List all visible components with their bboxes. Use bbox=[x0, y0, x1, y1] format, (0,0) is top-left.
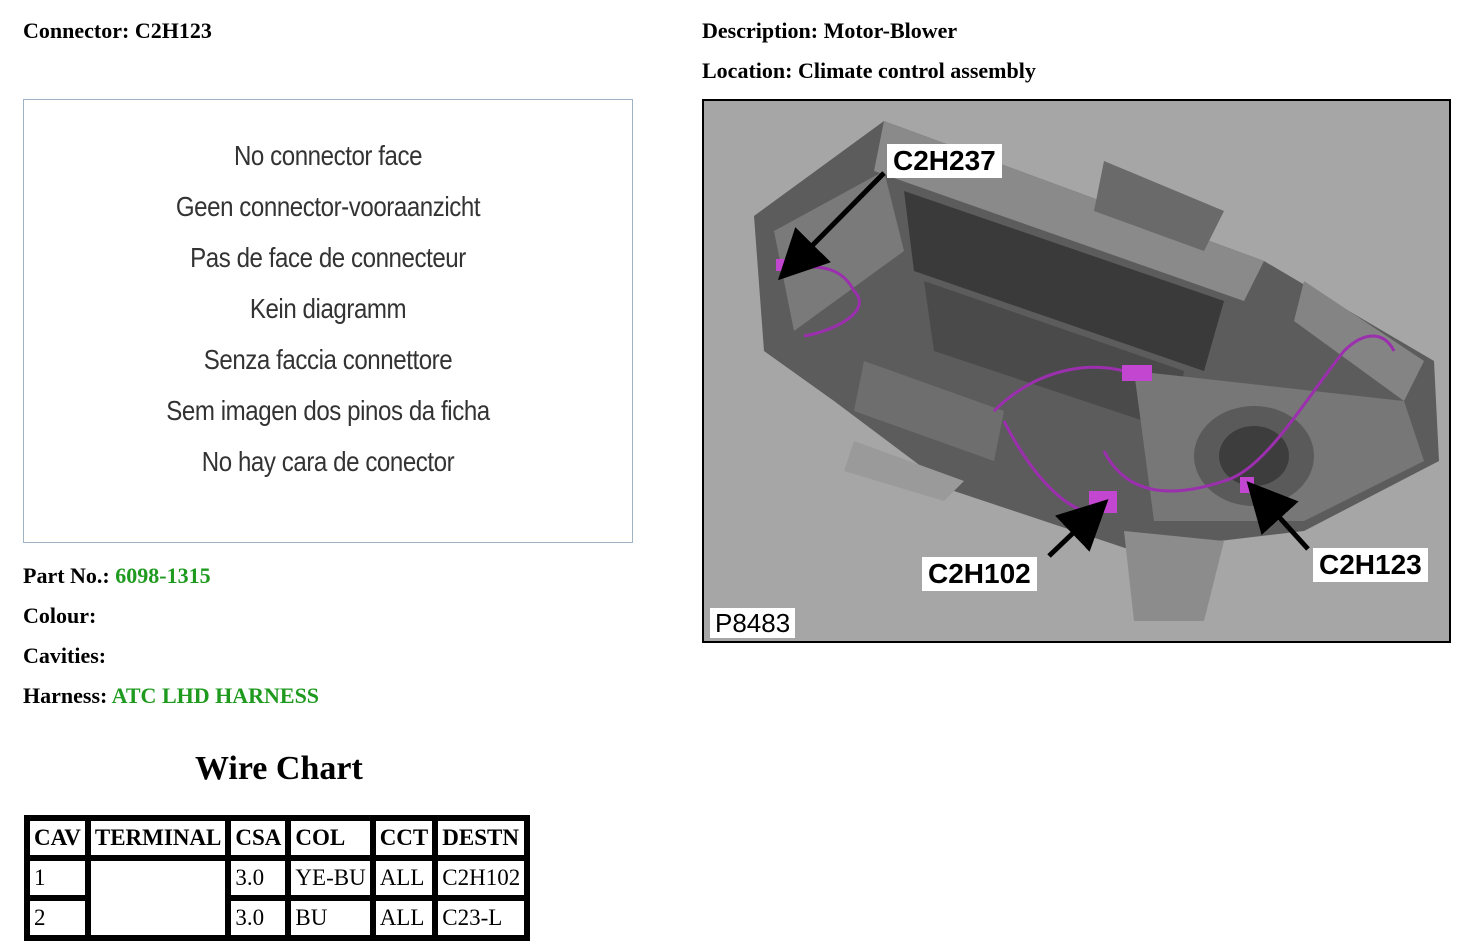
location-diagram: C2H237 C2H102 C2H123 P8483 bbox=[702, 99, 1451, 643]
description-heading: Description: Motor-Blower bbox=[702, 18, 957, 44]
harness-line: Harness: ATC LHD HARNESS bbox=[23, 683, 319, 709]
connector-heading: Connector: C2H123 bbox=[23, 18, 212, 44]
connector-value: C2H123 bbox=[134, 18, 212, 43]
header-csa: CSA bbox=[228, 818, 289, 858]
description-value: Motor-Blower bbox=[823, 18, 958, 43]
description-label: Description: bbox=[702, 18, 819, 43]
header-cav: CAV bbox=[27, 818, 88, 858]
colour-line: Colour: bbox=[23, 603, 96, 629]
no-face-message-en: No connector face bbox=[233, 140, 423, 171]
wire-chart-title: Wire Chart bbox=[195, 750, 363, 787]
no-face-message-fr: Pas de face de connecteur bbox=[190, 242, 466, 273]
callout-c2h123: C2H123 bbox=[1313, 548, 1428, 582]
header-cct: CCT bbox=[372, 818, 436, 858]
part-number-line: Part No.: 6098-1315 bbox=[23, 563, 211, 589]
harness-value[interactable]: ATC LHD HARNESS bbox=[111, 683, 320, 708]
header-col: COL bbox=[288, 818, 373, 858]
climate-assembly-illustration bbox=[754, 121, 1439, 621]
cell-csa: 3.0 bbox=[228, 898, 289, 938]
no-face-message-de: Kein diagramm bbox=[249, 293, 407, 324]
cell-cav: 1 bbox=[27, 858, 88, 898]
cell-terminal bbox=[87, 858, 229, 938]
cell-destn: C2H102 bbox=[435, 858, 528, 898]
no-face-message-nl: Geen connector-vooraanzicht bbox=[175, 191, 481, 222]
cell-col: BU bbox=[288, 898, 373, 938]
assembly-housing bbox=[754, 121, 1439, 621]
cell-csa: 3.0 bbox=[228, 858, 289, 898]
cell-cav: 2 bbox=[27, 898, 88, 938]
header-destn: DESTN bbox=[435, 818, 528, 858]
no-connector-face-messages: No connector face Geen connector-vooraan… bbox=[67, 138, 590, 495]
callout-c2h237: C2H237 bbox=[887, 144, 1002, 178]
cell-cct: ALL bbox=[372, 898, 436, 938]
cell-cct: ALL bbox=[372, 858, 436, 898]
cell-col: YE-BU bbox=[288, 858, 373, 898]
cell-destn: C23-L bbox=[435, 898, 528, 938]
part-number-label: Part No.: bbox=[23, 563, 110, 588]
part-number-value[interactable]: 6098-1315 bbox=[115, 563, 211, 588]
location-heading: Location: Climate control assembly bbox=[702, 58, 1036, 84]
wire-chart-header-row: CAV TERMINAL CSA COL CCT DESTN bbox=[27, 818, 528, 858]
header-terminal: TERMINAL bbox=[87, 818, 229, 858]
cavities-line: Cavities: bbox=[23, 643, 106, 669]
no-face-message-it: Senza faccia connettore bbox=[203, 344, 453, 375]
callout-arrows bbox=[777, 171, 1310, 558]
location-label: Location: bbox=[702, 58, 793, 83]
callout-c2h102: C2H102 bbox=[922, 557, 1037, 591]
figure-id: P8483 bbox=[710, 608, 796, 638]
colour-label: Colour: bbox=[23, 603, 97, 628]
connector-label: Connector: bbox=[23, 18, 130, 43]
no-connector-face-panel: No connector face Geen connector-vooraan… bbox=[23, 99, 633, 543]
table-row: 1 3.0 YE-BU ALL C2H102 bbox=[27, 858, 528, 938]
cavities-label: Cavities: bbox=[23, 643, 107, 668]
harness-label: Harness: bbox=[23, 683, 108, 708]
no-face-message-pt: Sem imagen dos pinos da ficha bbox=[166, 395, 490, 426]
wire-chart-table: CAV TERMINAL CSA COL CCT DESTN 1 3.0 YE-… bbox=[24, 815, 531, 941]
location-value: Climate control assembly bbox=[797, 58, 1036, 83]
table-row: 2 3.0 BU ALL C23-L bbox=[27, 898, 528, 938]
no-face-message-es: No hay cara de conector bbox=[201, 446, 455, 477]
